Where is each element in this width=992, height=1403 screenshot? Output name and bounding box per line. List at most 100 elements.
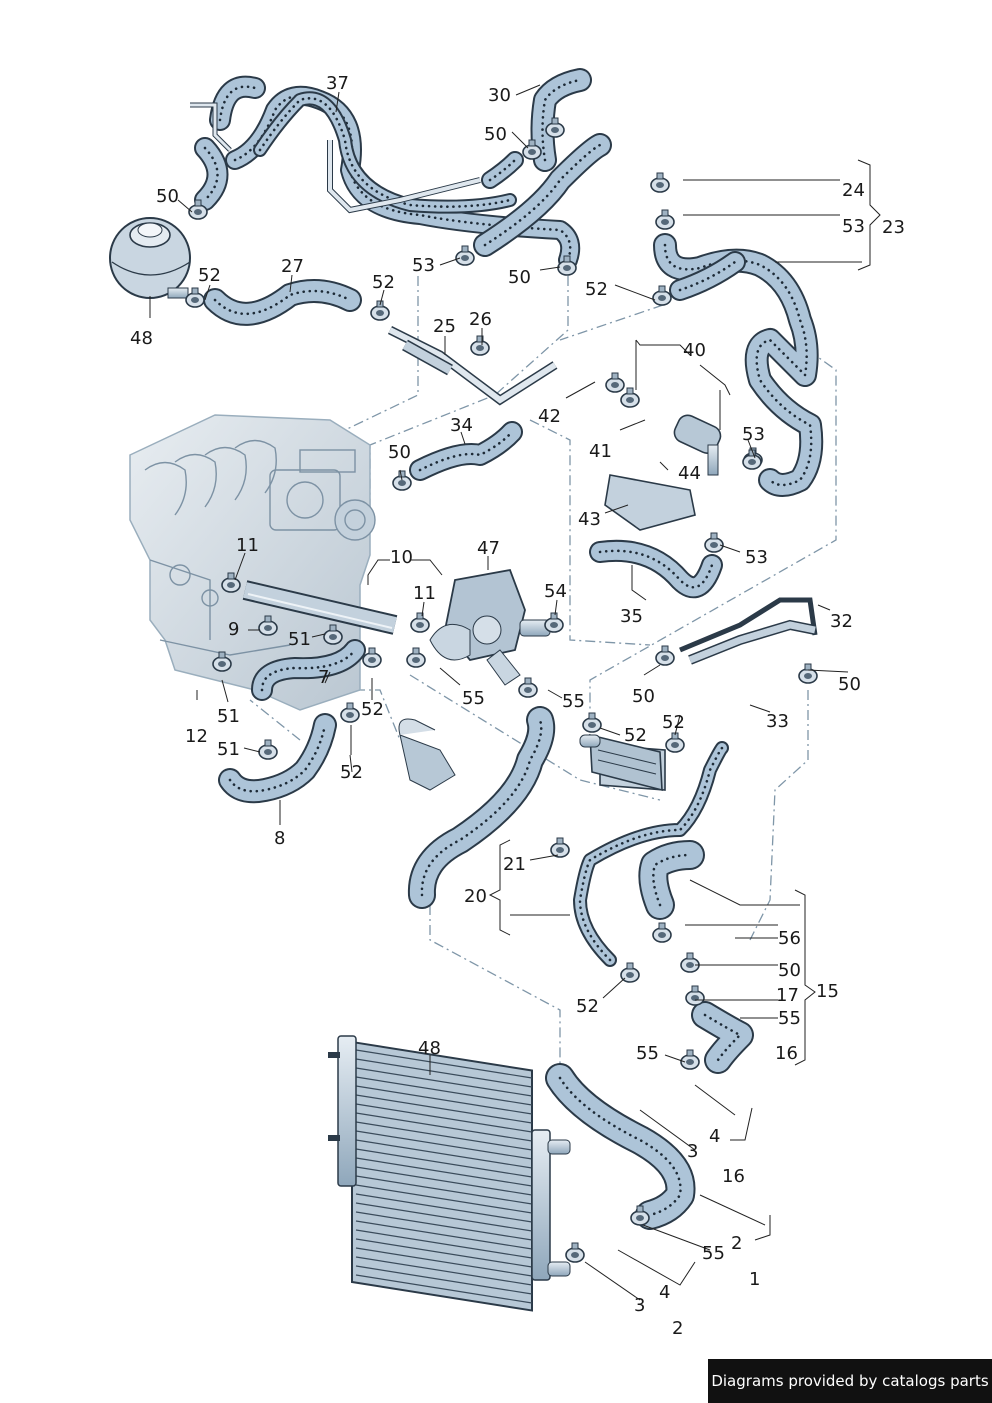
hose-clamp-icon — [212, 651, 232, 672]
hose-clamp-icon — [665, 732, 685, 753]
coolant-hose-icon — [530, 68, 592, 172]
label-43: 43 — [578, 509, 601, 530]
water-pump-icon — [398, 414, 722, 791]
hose-clamp-icon — [455, 245, 475, 266]
coolant-hose-icon — [194, 137, 229, 211]
thermostat-housing-icon — [429, 568, 551, 686]
coolant-hose-icon — [573, 741, 729, 967]
hose-clamp-icon — [652, 922, 672, 943]
hose-clamp-icon — [370, 300, 390, 321]
label-30: 30 — [488, 85, 511, 106]
label-51: 51 — [217, 706, 240, 727]
label-50: 50 — [838, 674, 861, 695]
hose-clamp-icon — [680, 1049, 700, 1070]
label-52: 52 — [340, 762, 363, 783]
label-42: 42 — [538, 406, 561, 427]
hose-clamp-icon — [323, 624, 343, 645]
coolant-hose-icon — [669, 251, 746, 301]
label-33: 33 — [766, 711, 789, 732]
label-3: 3 — [634, 1295, 645, 1316]
coolant-hose-icon — [409, 421, 523, 481]
label-3: 3 — [687, 1141, 698, 1162]
leader-lines — [149, 84, 881, 1301]
label-32: 32 — [830, 611, 853, 632]
hose-clamp-icon — [340, 702, 360, 723]
hose-clamp-icon — [557, 255, 577, 276]
radiator-fin — [355, 1175, 533, 1205]
coolant-hose-icon — [253, 91, 517, 214]
hose-clamp-icon — [518, 677, 538, 698]
label-35: 35 — [620, 606, 643, 627]
coolant-hose-icon — [481, 151, 524, 189]
label-12: 12 — [185, 726, 208, 747]
label-52: 52 — [198, 265, 221, 286]
radiator-fin — [355, 1238, 533, 1268]
coolant-hose-icon — [203, 279, 362, 326]
hose-clamp-icon — [685, 985, 705, 1006]
label-53: 53 — [412, 255, 435, 276]
coolant-hose-icon — [589, 539, 723, 599]
label-27: 27 — [281, 256, 304, 277]
label-53: 53 — [745, 547, 768, 568]
coolant-hose-icon — [407, 706, 556, 909]
label-53: 53 — [742, 424, 765, 445]
coolant-hose-icon — [691, 1001, 754, 1074]
radiator-fin — [355, 1166, 533, 1196]
radiator-fin — [355, 1211, 533, 1241]
label-55: 55 — [562, 691, 585, 712]
label-40: 40 — [683, 340, 706, 361]
label-41: 41 — [589, 441, 612, 462]
coolant-hose-group — [194, 68, 824, 1230]
radiator-fin — [355, 1220, 533, 1250]
label-1: 1 — [749, 1269, 760, 1290]
label-21: 21 — [503, 854, 526, 875]
assembly-guide-lines — [249, 276, 837, 1070]
label-53: 53 — [842, 216, 865, 237]
label-50: 50 — [508, 267, 531, 288]
hose-clamp-icon — [522, 139, 542, 160]
label-9: 9 — [228, 619, 239, 640]
label-44: 44 — [678, 463, 701, 484]
radiator-fin — [355, 1094, 533, 1124]
label-34: 34 — [450, 415, 473, 436]
hose-clamp-icon — [258, 615, 278, 636]
hose-clamp-icon — [545, 117, 565, 138]
radiator-fin — [355, 1247, 533, 1277]
label-50: 50 — [778, 960, 801, 981]
label-10: 10 — [390, 547, 413, 568]
hose-clamp-icon — [680, 952, 700, 973]
radiator-fin — [355, 1139, 533, 1169]
hose-clamp-icon — [544, 612, 564, 633]
radiator-fin — [355, 1112, 533, 1142]
engine-block-icon — [129, 414, 376, 711]
footer-credit: Diagrams provided by catalogs parts — [708, 1359, 992, 1403]
coolant-hose-icon — [638, 840, 705, 920]
label-48: 48 — [418, 1038, 441, 1059]
radiator-fin — [355, 1229, 533, 1259]
label-11: 11 — [236, 535, 259, 556]
label-50: 50 — [388, 442, 411, 463]
radiator-fin — [355, 1265, 533, 1295]
radiator-fin — [355, 1256, 533, 1286]
label-55: 55 — [778, 1008, 801, 1029]
hose-clamp-icon — [470, 335, 490, 356]
hose-clamp-icon — [652, 285, 672, 306]
coolant-hose-icon — [473, 133, 612, 257]
label-52: 52 — [576, 996, 599, 1017]
label-51: 51 — [217, 739, 240, 760]
hose-clamp-icon — [742, 449, 762, 470]
label-23: 23 — [882, 217, 905, 238]
hose-clamp-icon — [620, 962, 640, 983]
hose-clamp-icon — [704, 532, 724, 553]
coolant-hose-icon — [218, 713, 337, 804]
label-4: 4 — [709, 1126, 720, 1147]
radiator-fin — [355, 1274, 533, 1304]
hose-clamp-icon — [582, 712, 602, 733]
hose-clamp-icon — [188, 199, 208, 220]
radiator-fin — [355, 1103, 533, 1133]
label-55: 55 — [636, 1043, 659, 1064]
radiator-fin — [355, 1130, 533, 1160]
hose-clamp-icon — [620, 387, 640, 408]
label-25: 25 — [433, 316, 456, 337]
